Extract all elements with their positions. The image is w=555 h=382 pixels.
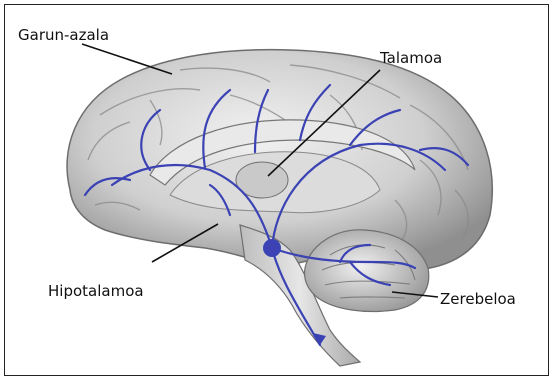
- label-cortex: Garun-azala: [18, 26, 109, 44]
- label-thalamus: Talamoa: [379, 49, 442, 67]
- label-cerebellum: Zerebeloa: [440, 290, 516, 308]
- locus-coeruleus-dot: [263, 239, 281, 257]
- label-hypothalamus: Hipotalamoa: [48, 282, 144, 300]
